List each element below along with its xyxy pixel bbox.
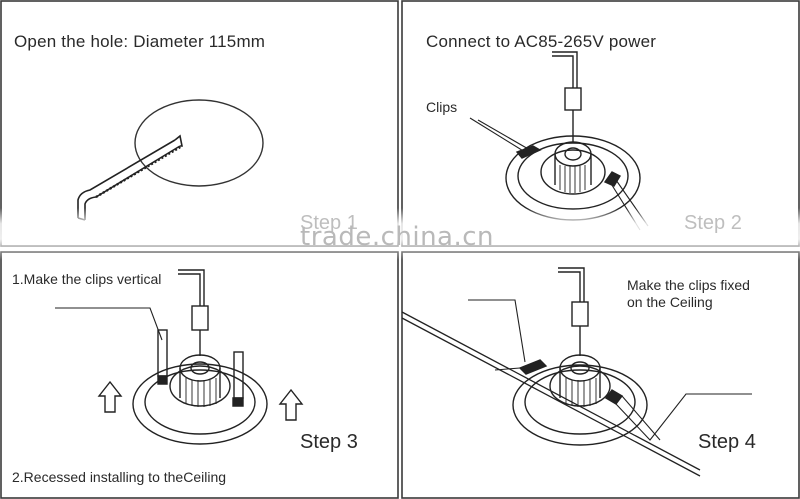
step-2-label: Step 2 [684, 212, 742, 234]
lamp-side-view-step4 [468, 267, 752, 446]
step-2-title: Connect to AC85-265V power [426, 32, 657, 51]
hole-circle [134, 99, 264, 187]
up-arrow-icon-left [97, 380, 123, 413]
ceiling-panel-lines [401, 311, 701, 477]
clips-callout: Clips [426, 99, 458, 115]
step-4-label: Step 4 [698, 431, 756, 453]
lamp-top-view-step2 [469, 51, 649, 231]
step-3-note-bottom: 2.Recessed installing to theCeiling [12, 469, 227, 485]
step-3-note-top: 1.Make the clips vertical [12, 271, 162, 287]
lamp-side-view-step3 [55, 269, 268, 445]
step-3-label: Step 3 [300, 431, 358, 453]
watermark: trade.china.cn [300, 222, 495, 252]
step-1-title: Open the hole: Diameter 115mm [14, 32, 266, 51]
watermark-band [0, 208, 800, 260]
step-1-label: Step 1 [300, 212, 358, 234]
up-arrow-icon-right [278, 388, 304, 421]
step-4-note-line1: Make the clips fixed [627, 277, 750, 293]
step-4-note-line2: on the Ceiling [627, 294, 713, 310]
